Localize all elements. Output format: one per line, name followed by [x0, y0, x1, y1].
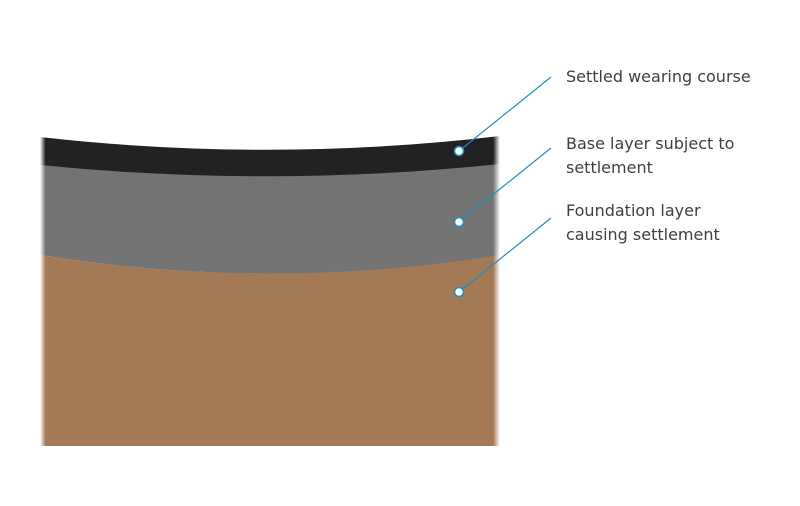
label-line: settlement — [566, 158, 653, 177]
callout-dot-base-layer — [453, 216, 465, 228]
label-line: Foundation layer — [566, 201, 701, 220]
callout-label-base-layer: Base layer subject to settlement — [566, 132, 734, 180]
base-layer — [40, 163, 500, 274]
callout-line-base-layer — [458, 147, 552, 223]
label-line: Base layer subject to — [566, 134, 735, 153]
callout-dot-wearing-course — [453, 145, 465, 157]
callout-line-wearing-course — [458, 76, 552, 152]
callout-label-foundation-layer: Foundation layer causing settlement — [566, 199, 720, 247]
callout-line-foundation-layer — [458, 217, 552, 293]
wearing-course-layer — [40, 136, 500, 177]
label-line: Settled wearing course — [566, 67, 751, 86]
callout-label-wearing-course: Settled wearing course — [566, 65, 751, 89]
callout-dot-foundation-layer — [453, 286, 465, 298]
foundation-layer — [40, 254, 500, 446]
label-line: causing settlement — [566, 225, 720, 244]
